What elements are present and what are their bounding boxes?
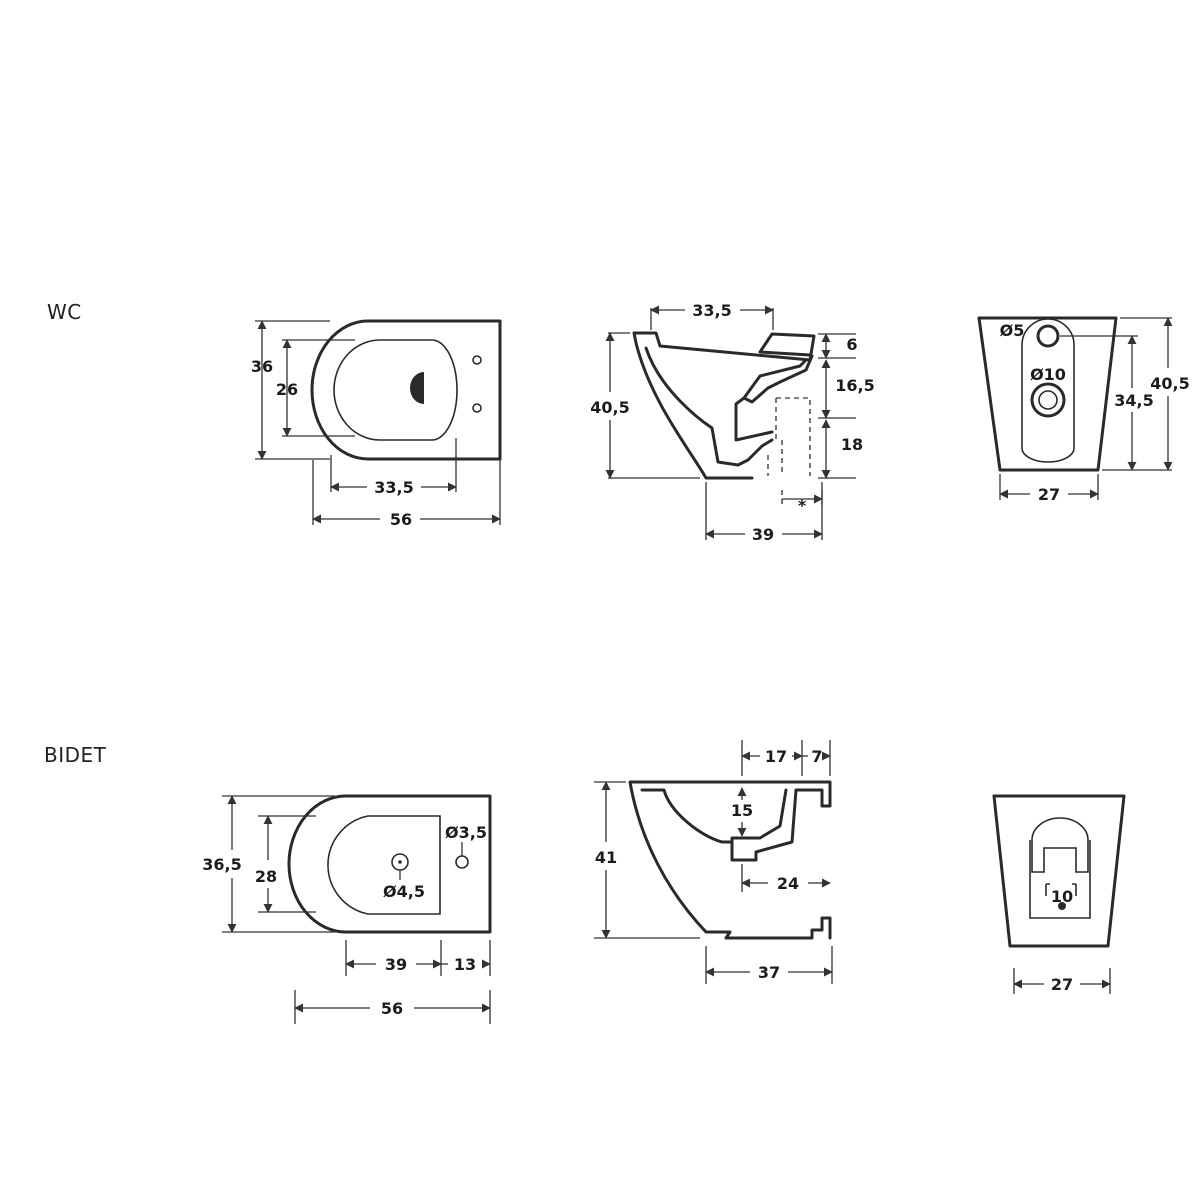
- bidet-top-tap-hole: [455, 855, 469, 869]
- bidet-top-basin: [327, 815, 441, 915]
- wc-side-dim-height: 40,5: [590, 398, 629, 417]
- bidet-section-label: BIDET: [44, 743, 107, 767]
- bidet-back-outline: [992, 794, 1126, 948]
- wc-back-hole-large: [1030, 382, 1066, 418]
- wc-back-dim-width: 27: [1038, 485, 1060, 504]
- wc-back-label-hole-small: Ø5: [1000, 321, 1025, 340]
- wc-back-dim-outlet-height: 34,5: [1114, 391, 1153, 410]
- bidet-side-view: 17 7 41 15 24 37: [594, 740, 833, 984]
- wc-top-hole-lower: [472, 403, 482, 413]
- wc-side-dim-pipe-low: 18: [841, 435, 863, 454]
- bidet-top-dim-front: 39: [385, 955, 407, 974]
- bidet-side-dim-top-a: 17: [765, 747, 787, 766]
- bidet-top-view: Ø3,5 Ø4,5 36,5 28 39 13 56: [202, 794, 492, 1024]
- wc-section-label: WC: [47, 300, 82, 324]
- wc-top-outline: [310, 319, 502, 461]
- wc-top-view: 36 26 33,5 56: [251, 319, 502, 529]
- bidet-top-dim-rear: 13: [454, 955, 476, 974]
- wc-top-dim-inner-height: 26: [276, 380, 298, 399]
- wc-top-dim-width: 56: [390, 510, 412, 529]
- bidet-side-dim-inner-length: 24: [777, 874, 799, 893]
- bidet-side-body: [628, 780, 832, 940]
- bidet-top-dim-width: 56: [381, 999, 403, 1018]
- bidet-top-label-tap-hole: Ø3,5: [445, 823, 487, 842]
- wc-top-flush-cutout: [410, 372, 424, 404]
- wc-back-hole-small: [1036, 324, 1060, 348]
- wc-side-dim-base-length: 39: [752, 525, 774, 544]
- bidet-back-label-fixing: 10: [1051, 887, 1073, 906]
- wc-back-dim-height: 40,5: [1150, 374, 1189, 393]
- wc-top-dim-inner-length: 33,5: [374, 478, 413, 497]
- wc-side-view: 33,5 40,5 6 16,5 18 * 39: [590, 301, 874, 544]
- bidet-side-dim-inner-depth: 15: [731, 801, 753, 820]
- bidet-side-dim-top-b: 7: [811, 747, 822, 766]
- bidet-top-label-drain-hole: Ø4,5: [383, 882, 425, 901]
- wc-top-seat: [333, 339, 458, 441]
- wc-side-dim-pipe-high: 16,5: [835, 376, 874, 395]
- wc-side-trap: [742, 358, 808, 400]
- bidet-back-fixing-point: [1058, 902, 1066, 910]
- wc-side-pipe: [767, 397, 811, 476]
- wc-back-outline: [977, 316, 1118, 472]
- bidet-back-view: 10 27: [992, 794, 1126, 994]
- wc-back-panel: [1021, 318, 1075, 463]
- bidet-top-outline: [287, 794, 492, 934]
- bidet-side-dim-base-length: 37: [758, 963, 780, 982]
- wc-back-label-hole-large: Ø10: [1030, 365, 1066, 384]
- wc-side-body: [632, 331, 816, 480]
- bidet-top-dim-inner-height: 28: [255, 867, 277, 886]
- bidet-back-panel: [1031, 817, 1089, 873]
- bidet-back-dim-width: 27: [1051, 975, 1073, 994]
- bidet-top-dim-height: 36,5: [202, 855, 241, 874]
- bidet-side-dim-height: 41: [595, 848, 617, 867]
- wc-top-dim-height: 36: [251, 357, 273, 376]
- wc-top-hole-upper: [472, 355, 482, 365]
- wc-back-view: Ø5 Ø10 40,5 34,5 27: [977, 316, 1190, 504]
- wc-side-dim-top-length: 33,5: [692, 301, 731, 320]
- wc-side-note-asterisk: *: [798, 496, 807, 515]
- bidet-back-recess: [1029, 840, 1091, 919]
- bidet-side-bowl: [640, 788, 734, 844]
- wc-side-dim-rim: 6: [846, 335, 857, 354]
- wc-side-bowl: [644, 346, 774, 467]
